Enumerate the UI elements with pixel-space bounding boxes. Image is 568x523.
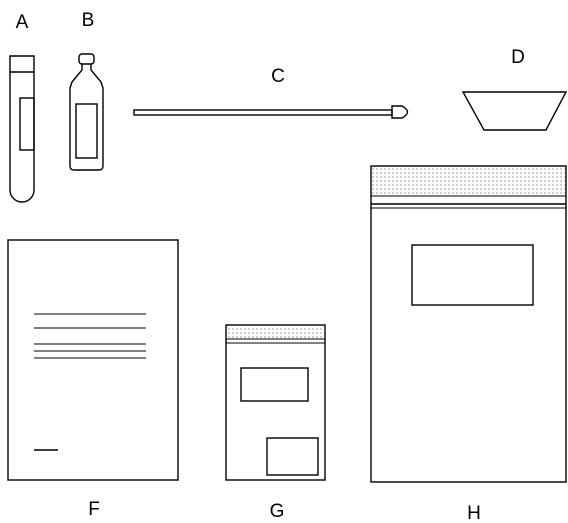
cup-d [461, 91, 568, 131]
label-a: A [16, 12, 29, 33]
vial-b [69, 53, 104, 171]
small-bag-label [240, 367, 309, 402]
swab-tip [391, 105, 409, 119]
large-bag-h [370, 165, 567, 483]
tube-body [9, 55, 35, 203]
small-bag-outline [225, 324, 326, 481]
large-bag-seal [372, 167, 565, 196]
small-bag-seal [227, 326, 324, 339]
vial-body [69, 64, 104, 171]
large-bag-label [411, 244, 534, 306]
label-h: H [467, 503, 481, 523]
large-bag-outline [370, 165, 567, 483]
label-f: F [88, 499, 100, 520]
label-c: C [271, 66, 285, 87]
test-tube-a [9, 55, 35, 203]
small-bag-g [225, 324, 326, 481]
label-b: B [82, 10, 95, 31]
tube-label [19, 97, 35, 151]
cup-body [461, 91, 568, 131]
swab-shaft [133, 109, 393, 116]
swab-c [133, 105, 409, 119]
label-d: D [511, 47, 525, 68]
vial-label [75, 103, 98, 159]
small-bag-pocket [266, 437, 319, 476]
document-sheet [7, 239, 179, 481]
vial-cap [78, 53, 95, 65]
label-g: G [270, 501, 285, 522]
document-f [7, 239, 179, 481]
